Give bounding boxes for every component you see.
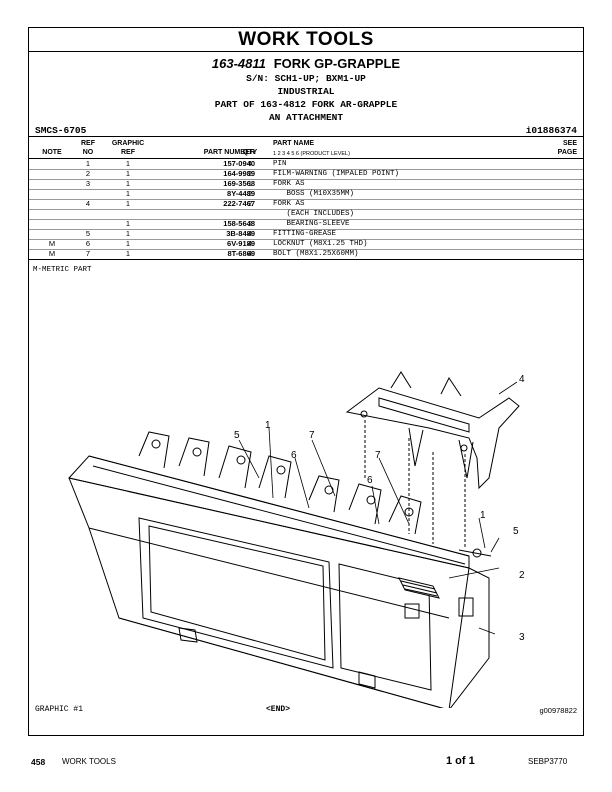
part-of-label: PART OF 163-4812 FORK AR-GRAPPLE bbox=[214, 99, 398, 110]
part-name-title: FORK GP-GRAPPLE bbox=[273, 56, 401, 71]
section-title: WORK TOOLS bbox=[29, 28, 583, 52]
col-ref: REF bbox=[81, 140, 95, 147]
divider bbox=[29, 136, 583, 137]
callout-label: 1 bbox=[480, 510, 486, 521]
callout-label: 7 bbox=[375, 450, 381, 461]
callout-label: 1 bbox=[265, 420, 271, 431]
callout-label: 4 bbox=[519, 374, 525, 385]
callout-label: 6 bbox=[291, 450, 297, 461]
page-frame: WORK TOOLS 163-4811 FORK GP-GRAPPLE S/N:… bbox=[28, 27, 584, 736]
col-ref-no: NO bbox=[82, 149, 94, 156]
document-id: i01886374 bbox=[525, 125, 577, 136]
callout-label: 2 bbox=[519, 570, 525, 581]
end-marker: <END> bbox=[266, 705, 291, 714]
col-note: NOTE bbox=[42, 149, 62, 156]
page-number: 458 bbox=[31, 757, 46, 767]
callout-label: 5 bbox=[513, 526, 519, 537]
document-code: SEBP3770 bbox=[528, 757, 568, 766]
col-part-name: PART NAME bbox=[273, 140, 315, 147]
col-graphic-ref: REF bbox=[121, 149, 135, 156]
col-page: PAGE bbox=[557, 149, 577, 156]
part-title: 163-4811 FORK GP-GRAPPLE bbox=[29, 56, 583, 72]
part-number-title: 163-4811 bbox=[211, 56, 266, 71]
table-row: (EACH INCLUDES) bbox=[29, 209, 583, 220]
graphic-id: g00978822 bbox=[539, 706, 577, 715]
metric-note: M-METRIC PART bbox=[33, 266, 92, 274]
graphic-label: GRAPHIC #1 bbox=[35, 705, 84, 714]
grapple-fork-illustration: 4 5 1 7 6 7 6 1 5 2 3 bbox=[68, 371, 525, 708]
col-see: SEE bbox=[562, 140, 577, 147]
page-of: 1 of 1 bbox=[446, 755, 475, 767]
serial-numbers: S/N: SCH1-UP; BXM1-UP bbox=[246, 73, 366, 84]
smcs-code: SMCS-6705 bbox=[35, 125, 87, 136]
divider bbox=[29, 158, 583, 159]
col-qty: QTY bbox=[242, 149, 258, 156]
industry-label: INDUSTRIAL bbox=[277, 86, 335, 97]
footer-section: WORK TOOLS bbox=[62, 757, 116, 766]
col-product-level: 1 2 3 4 5 6 (PRODUCT LEVEL) bbox=[273, 151, 350, 157]
attachment-label: AN ATTACHMENT bbox=[268, 112, 344, 123]
callout-label: 6 bbox=[367, 475, 373, 486]
callout-label: 7 bbox=[309, 430, 315, 441]
col-graphic: GRAPHIC bbox=[111, 140, 145, 147]
callout-label: 5 bbox=[234, 430, 240, 441]
callout-label: 3 bbox=[519, 632, 525, 643]
col-part-number: PART NUMBER bbox=[203, 149, 255, 156]
